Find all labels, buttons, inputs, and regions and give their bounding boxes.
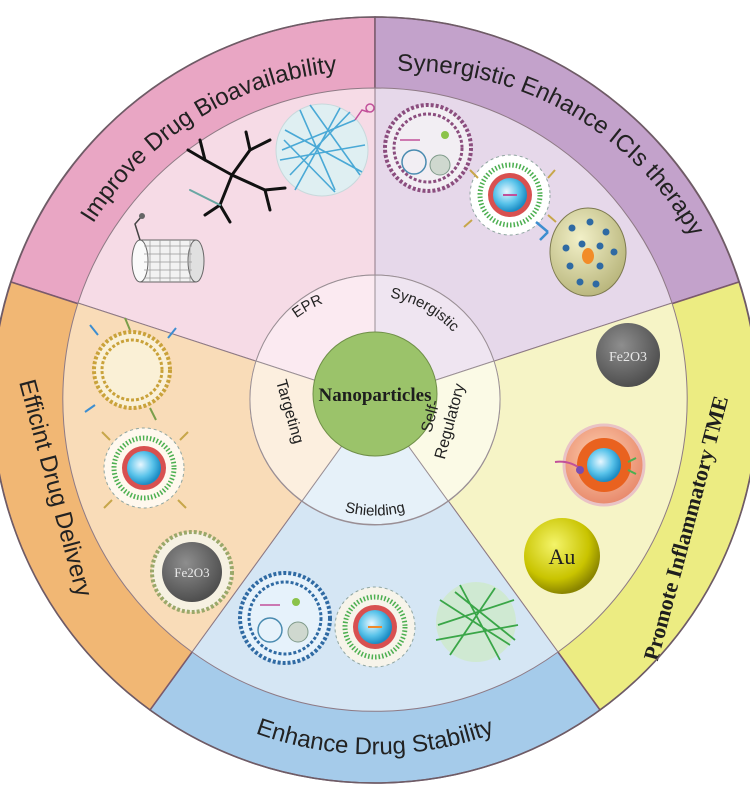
nanogel-stability-icon	[435, 582, 519, 662]
liposome-delivery-icon	[84, 317, 177, 421]
center-circle	[312, 331, 438, 457]
carbon-nanotube-icon	[131, 213, 205, 283]
liposome-stability-icon	[238, 571, 332, 665]
lipid-nanoparticle-delivery-icon	[101, 427, 189, 509]
au-tme-label: Au	[549, 544, 576, 569]
dendrimer-icon	[186, 130, 287, 224]
center-label: Nanoparticles	[319, 385, 432, 406]
inner-ring-shielding-segment	[301, 399, 449, 525]
fe2o3-tme-label: Fe2O3	[609, 350, 647, 365]
fe2o3-particle-delivery: Fe2O3	[150, 530, 234, 614]
liposome-icon	[383, 103, 473, 193]
fe2o3-delivery-label: Fe2O3	[174, 565, 209, 580]
inner-label-shielding: Shielding	[344, 499, 407, 520]
virus-like-particle-icon	[535, 207, 627, 297]
lipid-nanoparticle-stability-icon	[334, 586, 416, 668]
lipid-nanoparticle-icon	[463, 154, 557, 236]
nanogel-icon	[275, 103, 375, 197]
outer-border	[0, 16, 750, 784]
fe2o3-particle-tme: Fe2O3	[596, 323, 660, 387]
au-particle-tme: Au	[524, 518, 600, 594]
hybrid-nanoparticle-icon	[554, 423, 646, 507]
